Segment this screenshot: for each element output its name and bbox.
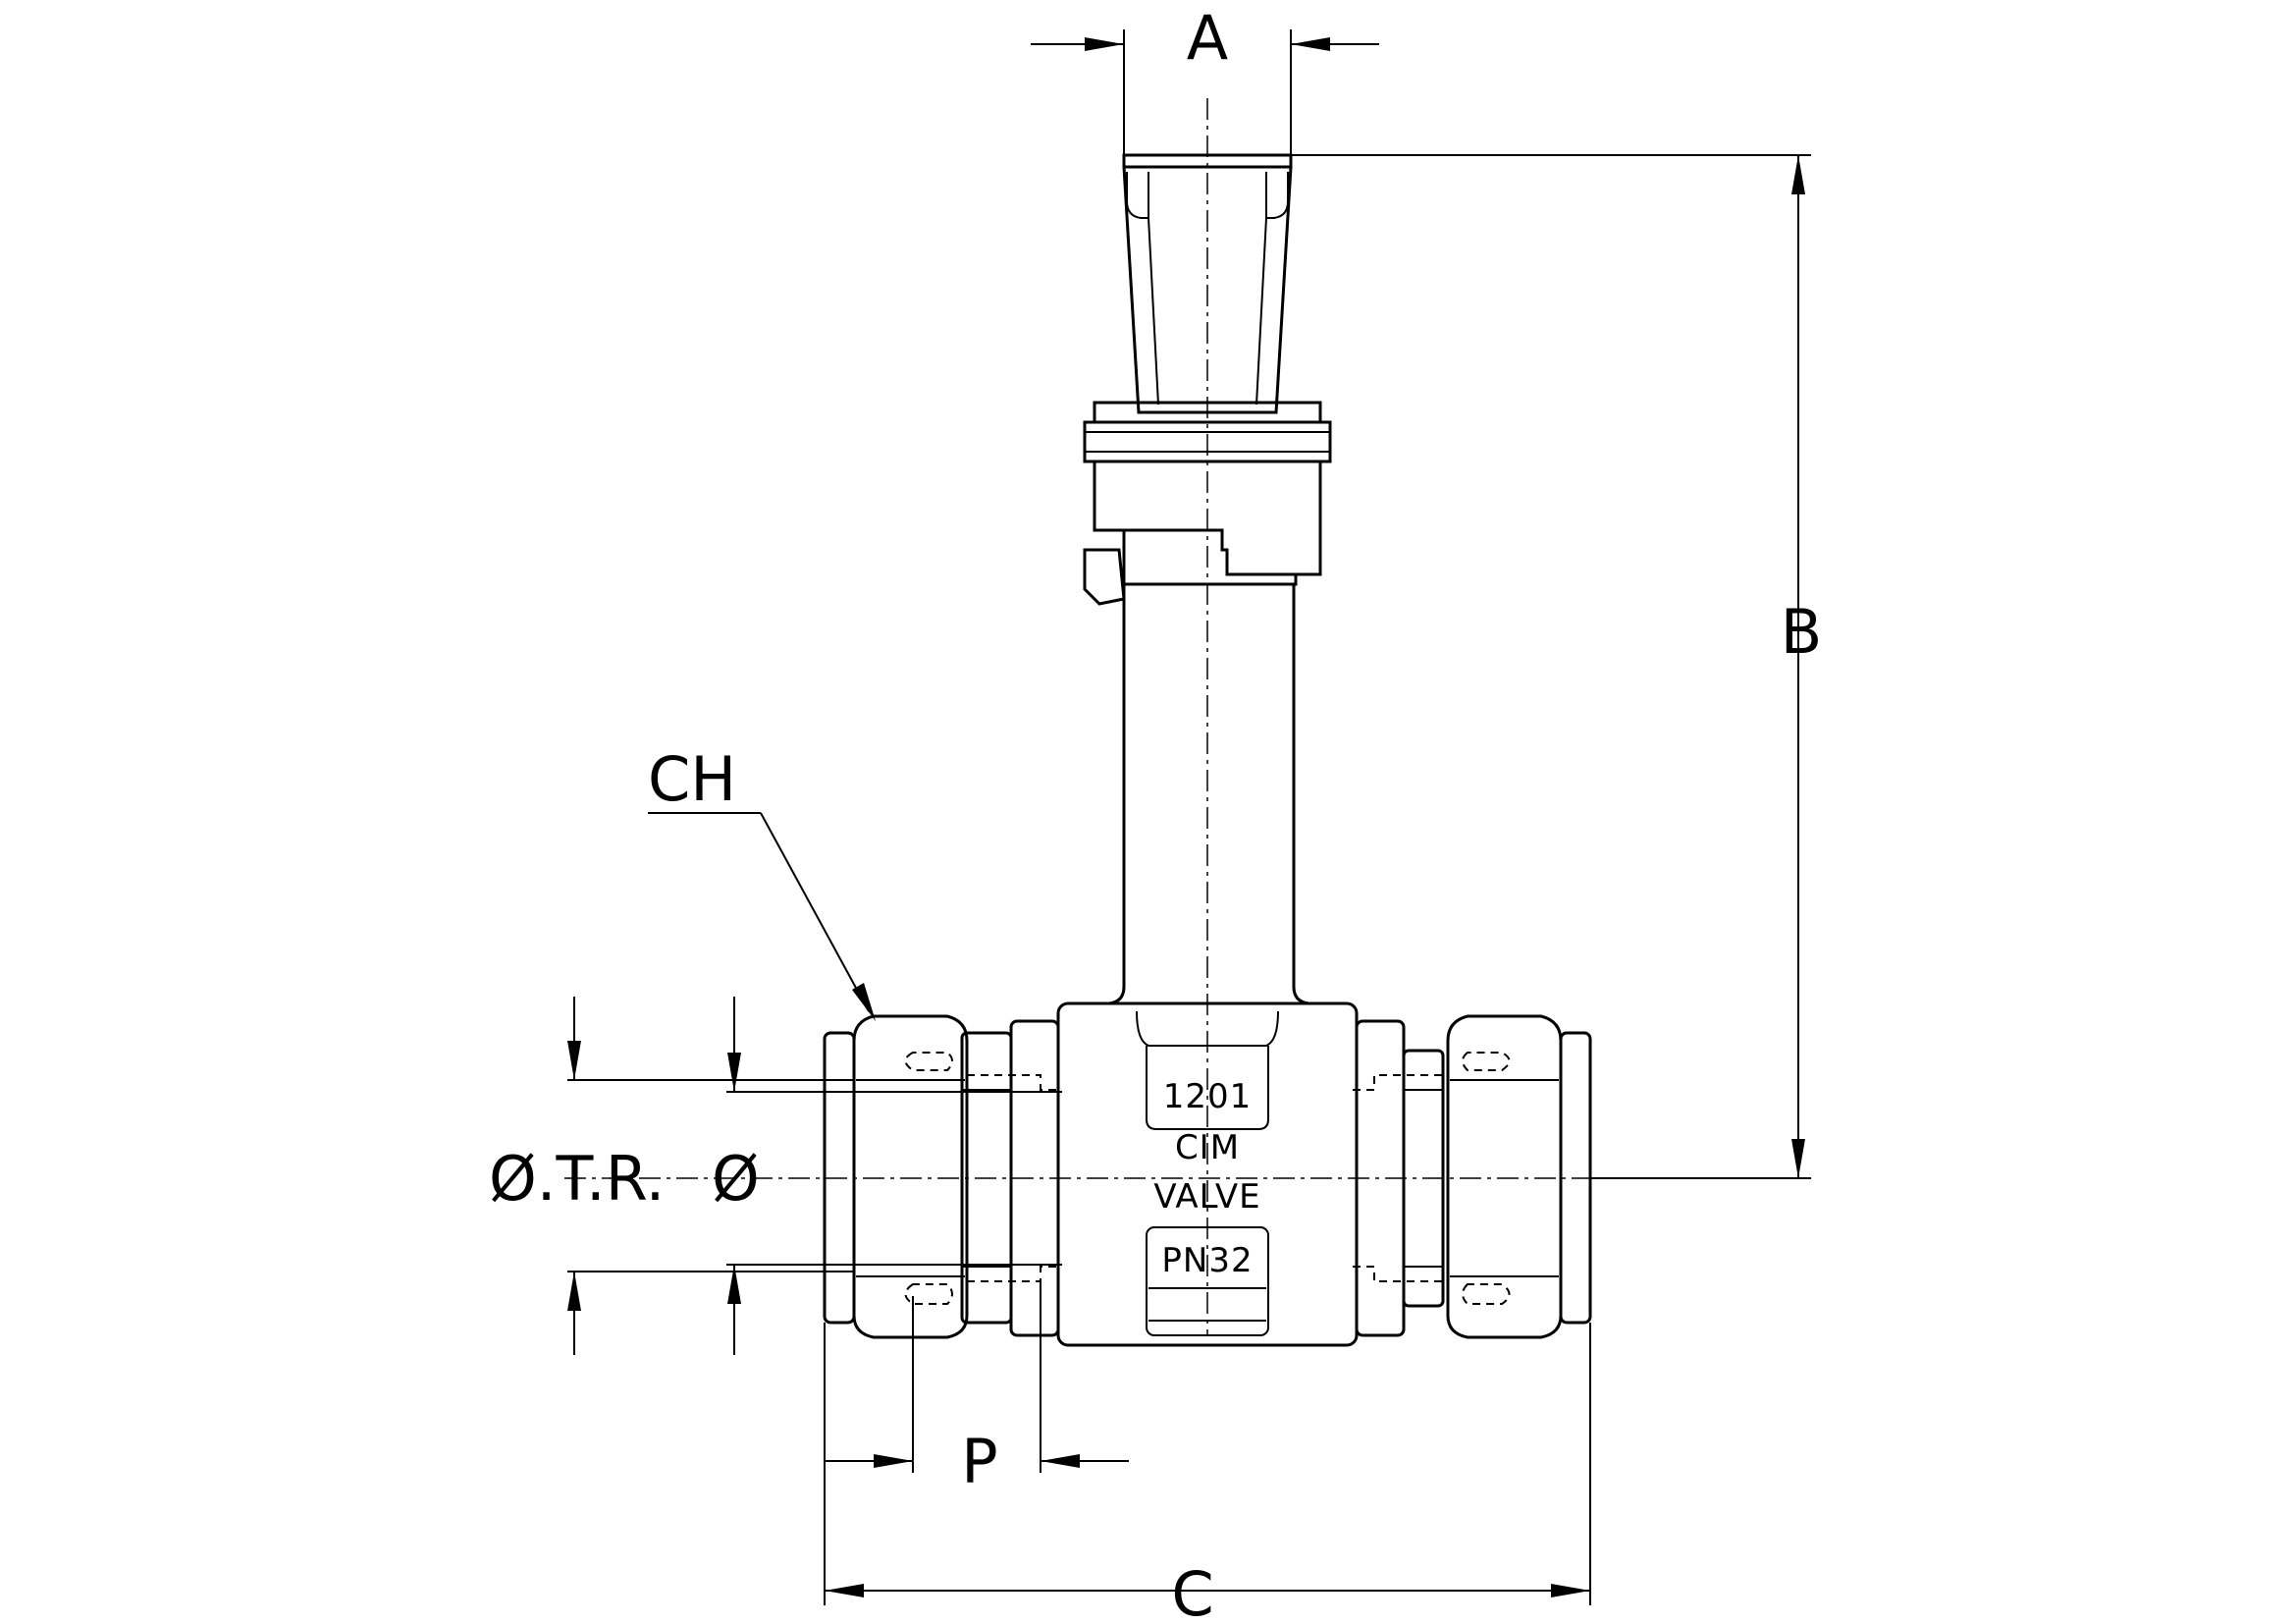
dimension-otr-label: Ø.T.R. bbox=[489, 1143, 665, 1215]
dimension-c bbox=[824, 1323, 1591, 1605]
left-hex-connector bbox=[960, 1031, 1013, 1325]
dimension-p bbox=[825, 1281, 1129, 1473]
left-compression-nut bbox=[852, 1014, 969, 1339]
right-hex-connector bbox=[1402, 1049, 1445, 1308]
right-compression-nut bbox=[1446, 1014, 1563, 1339]
body-marking-pressure: PN32 bbox=[1161, 1241, 1253, 1280]
dimension-a bbox=[1031, 29, 1379, 155]
dimension-c-label: C bbox=[1171, 1558, 1213, 1624]
dimension-diameter-label: Ø bbox=[712, 1143, 760, 1215]
dimension-b-label: B bbox=[1781, 596, 1823, 668]
dimension-b bbox=[1291, 154, 1811, 1179]
dimension-diameter bbox=[726, 997, 1062, 1355]
dimension-p-label: P bbox=[961, 1426, 997, 1497]
dimension-ch-leader bbox=[648, 812, 876, 1021]
body-marking-model: 1201 bbox=[1163, 1077, 1253, 1116]
side-lever bbox=[1083, 548, 1126, 606]
dimension-a-label: A bbox=[1187, 2, 1228, 74]
left-pipe-end bbox=[823, 1031, 856, 1325]
dimension-ch-label: CH bbox=[648, 743, 736, 815]
body-marking-brand: CIM bbox=[1175, 1128, 1240, 1167]
top-cap bbox=[1122, 153, 1293, 414]
right-internal-hidden-lines bbox=[1353, 1074, 1448, 1282]
body-marking-type: VALVE bbox=[1153, 1177, 1260, 1217]
left-internal-hidden-lines bbox=[967, 1074, 1062, 1282]
dimension-otr bbox=[567, 997, 854, 1355]
stem-extension bbox=[1108, 584, 1309, 1005]
